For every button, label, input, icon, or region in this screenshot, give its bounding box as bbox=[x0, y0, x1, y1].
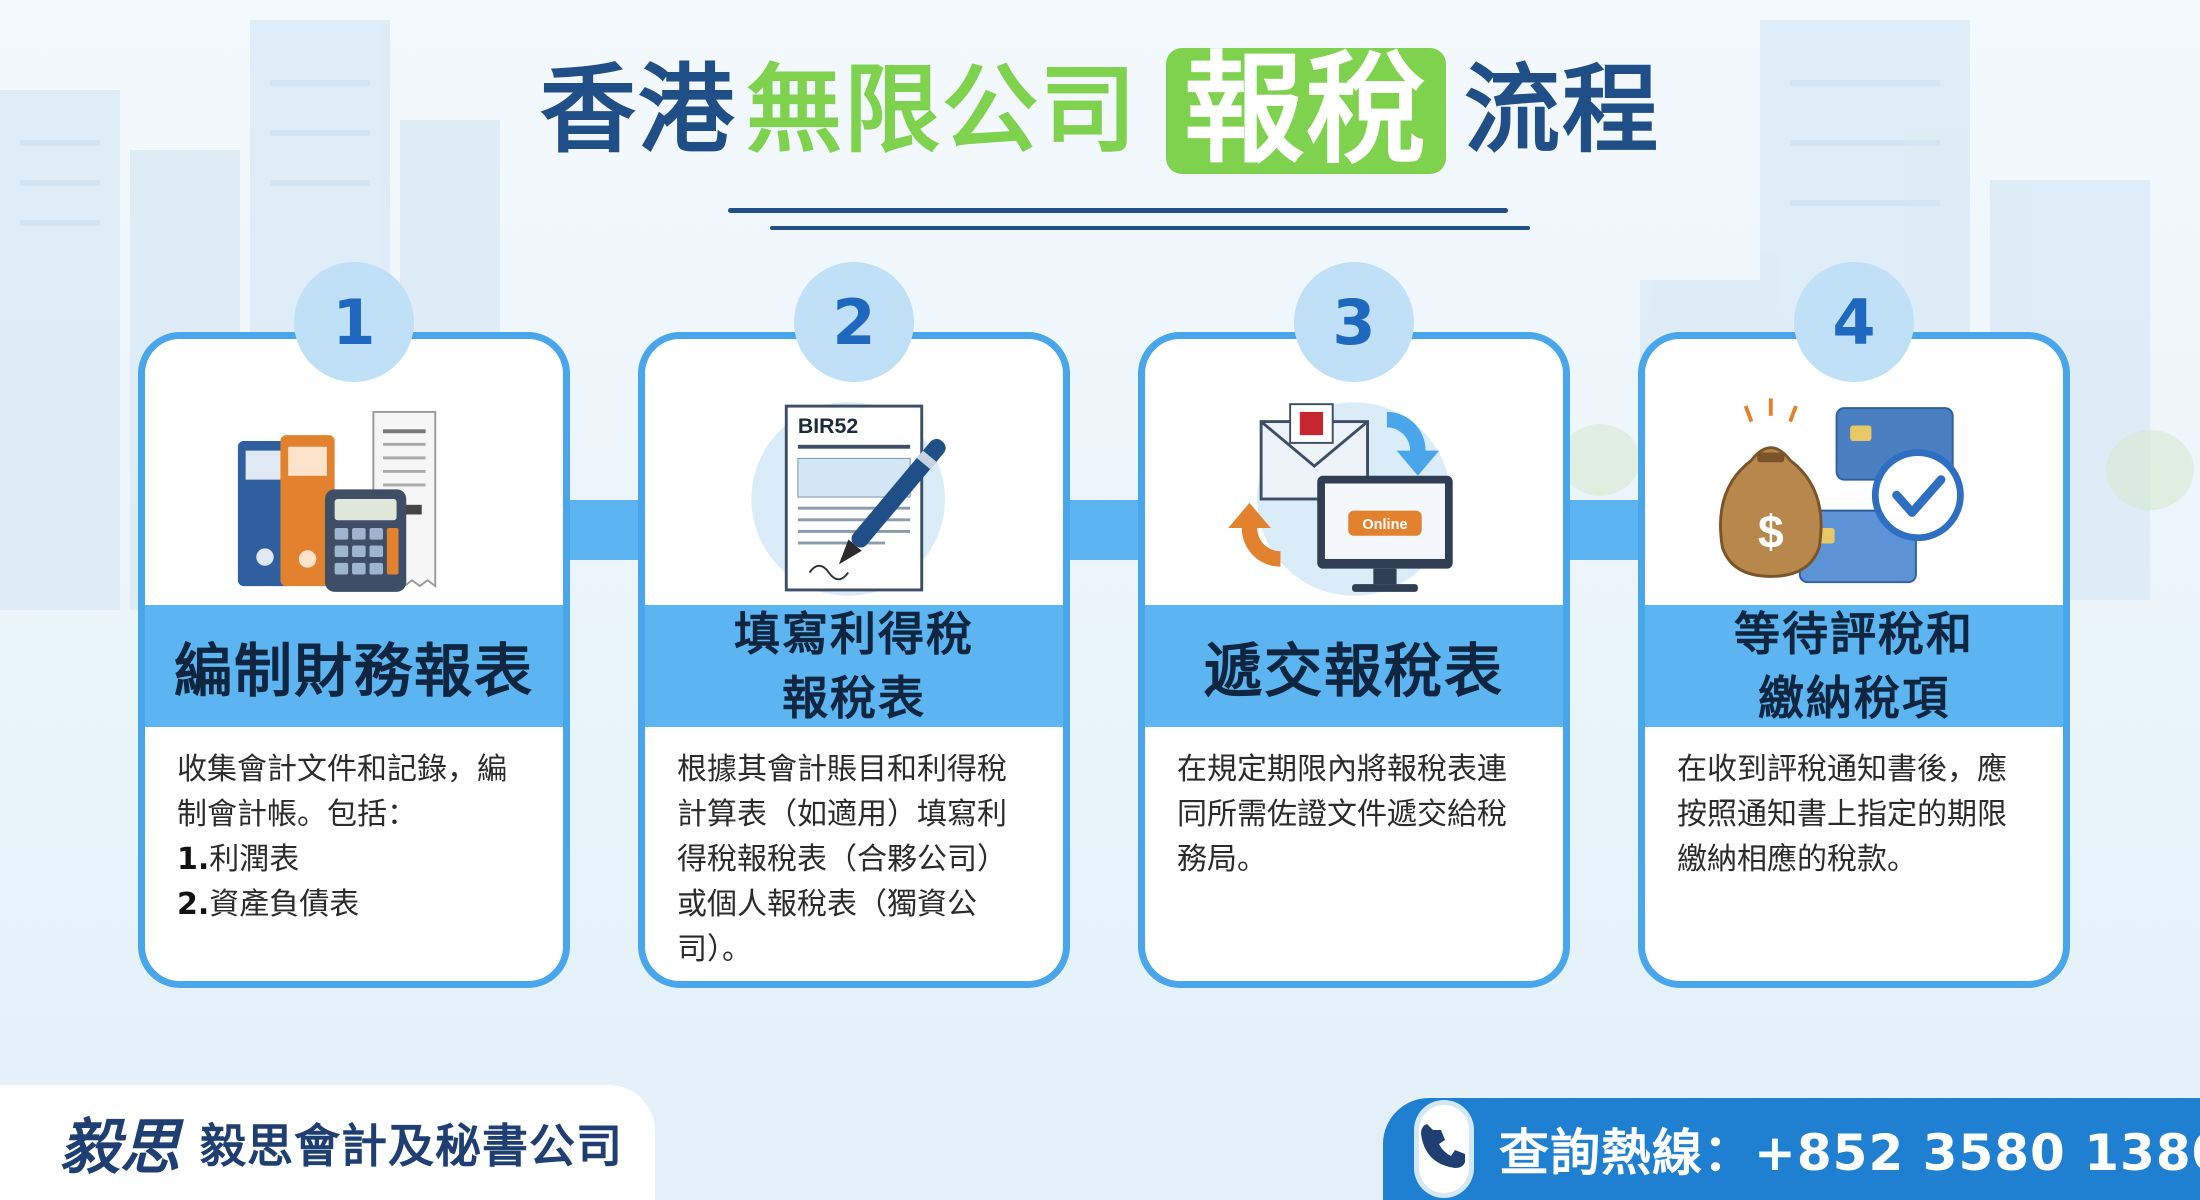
step-number: 4 bbox=[1832, 285, 1876, 359]
list-number: 2. bbox=[177, 887, 210, 922]
title-part-tax-badge: 報稅 bbox=[1166, 48, 1446, 174]
desc-line: 得稅報稅表（合夥公司） bbox=[677, 842, 1007, 877]
step-card-3: Online 遞交報稅表 在規定期限內將報稅表連 同所需佐證文件遞交給稅 務局。 bbox=[1138, 332, 1570, 988]
tax-form-illustration: BIR52 bbox=[751, 402, 946, 596]
step-title: 編制財務報表 bbox=[173, 637, 534, 705]
step-description: 在收到評稅通知書後，應 按照通知書上指定的期限 繳納相應的稅款。 bbox=[1677, 747, 2035, 882]
company-footer: 毅思 毅思會計及秘書公司 bbox=[0, 1085, 655, 1200]
step-number: 1 bbox=[332, 285, 376, 359]
form-label: BIR52 bbox=[798, 414, 858, 438]
title-part-company: 無限公司 bbox=[746, 54, 1138, 167]
desc-line: 務局。 bbox=[1177, 842, 1267, 877]
step-title: 等待評稅和 繳納稅項 bbox=[1734, 602, 1974, 730]
title-underline-2 bbox=[770, 226, 1530, 230]
desc-line: 司）。 bbox=[677, 932, 752, 967]
step-description: 在規定期限內將報稅表連 同所需佐證文件遞交給稅 務局。 bbox=[1177, 747, 1535, 882]
money-bag-icon: $ bbox=[1719, 398, 1823, 578]
tax-payment-illustration: $ bbox=[1719, 398, 1964, 584]
title-underline bbox=[728, 208, 1508, 213]
step-card-1: 編制財務報表 收集會計文件和記錄，編 制會計帳。包括： 1.利潤表 2.資產負債… bbox=[138, 332, 570, 988]
step-description: 根據其會計賬目和利得稅 計算表（如適用）填寫利 得稅報稅表（合夥公司） 或個人報… bbox=[677, 747, 1035, 972]
desc-line: 按照通知書上指定的期限 bbox=[1677, 797, 2007, 832]
list-item: 1.利潤表 bbox=[177, 837, 535, 882]
step-number-badge: 1 bbox=[294, 262, 414, 382]
desc-line: 或個人報稅表（獨資公 bbox=[677, 887, 977, 922]
phone-icon bbox=[1419, 1105, 1469, 1193]
step-description: 收集會計文件和記錄，編 制會計帳。包括： 1.利潤表 2.資產負債表 bbox=[177, 747, 535, 927]
accounting-documents-illustration bbox=[237, 410, 437, 592]
sync-arrows-icon bbox=[1228, 411, 1440, 567]
desc-line: 在收到評稅通知書後，應 bbox=[1677, 752, 2007, 787]
step-number-badge: 3 bbox=[1294, 262, 1414, 382]
company-name: 毅思會計及秘書公司 bbox=[200, 1118, 623, 1173]
step-card-4: $ 等待評稅和 繳納稅項 在收到評稅通知書後，應 按照通知書上指定的期限 繳納相… bbox=[1638, 332, 2070, 988]
step-title-line: 報稅表 bbox=[782, 671, 926, 725]
online-button-label: Online bbox=[1362, 517, 1407, 533]
page-title: 香港 無限公司 報稅 流程 bbox=[0, 48, 2200, 174]
step-card-2: BIR52 填寫利得稅 報稅表 根據其會計賬目和利得稅 計算表（如適用）填寫利 … bbox=[638, 332, 1070, 988]
title-part-hongkong: 香港 bbox=[540, 54, 736, 167]
step-number-badge: 4 bbox=[1794, 262, 1914, 382]
step-number-badge: 2 bbox=[794, 262, 914, 382]
checkmark-icon bbox=[1871, 449, 1964, 542]
desc-line: 在規定期限內將報稅表連 bbox=[1177, 752, 1507, 787]
company-logo: 毅思 bbox=[60, 1113, 180, 1183]
desc-line: 根據其會計賬目和利得稅 bbox=[677, 752, 1007, 787]
step-title-line: 等待評稅和 bbox=[1734, 607, 1974, 661]
step-title-band: 遞交報稅表 bbox=[1145, 605, 1563, 727]
calculator-icon bbox=[324, 489, 407, 592]
monitor-icon: Online bbox=[1317, 475, 1453, 592]
tax-form-icon: BIR52 bbox=[784, 404, 924, 592]
binder-icon bbox=[237, 435, 335, 587]
desc-line: 計算表（如適用）填寫利 bbox=[677, 797, 1007, 832]
step-number: 3 bbox=[1332, 285, 1376, 359]
hotline-number[interactable]: 查詢熱線：+852 3580 1380 bbox=[1499, 1124, 2200, 1182]
list-text: 利潤表 bbox=[209, 842, 300, 877]
svg-text:$: $ bbox=[1758, 505, 1784, 557]
desc-line: 制會計帳。包括： bbox=[177, 797, 417, 832]
credit-card-icon bbox=[1798, 407, 1954, 584]
hotline-footer[interactable]: 查詢熱線：+852 3580 1380 bbox=[1383, 1098, 2200, 1200]
pen-icon bbox=[838, 438, 946, 565]
step-title-band: 編制財務報表 bbox=[145, 605, 563, 727]
step-title-band: 等待評稅和 繳納稅項 bbox=[1645, 605, 2063, 727]
online-submission-illustration: Online bbox=[1228, 402, 1453, 596]
step-number: 2 bbox=[832, 285, 876, 359]
step-title: 遞交報稅表 bbox=[1203, 637, 1504, 705]
step-title-line: 繳納稅項 bbox=[1758, 671, 1950, 725]
desc-line: 繳納相應的稅款。 bbox=[1677, 842, 1917, 877]
list-item: 2.資產負債表 bbox=[177, 882, 535, 927]
list-text: 資產負債表 bbox=[209, 887, 360, 922]
step-title: 填寫利得稅 報稅表 bbox=[734, 602, 974, 730]
step-title-line: 填寫利得稅 bbox=[734, 607, 974, 661]
online-button bbox=[1348, 510, 1422, 536]
desc-line: 收集會計文件和記錄，編 bbox=[177, 752, 507, 787]
title-part-process: 流程 bbox=[1464, 54, 1660, 167]
desc-line: 同所需佐證文件遞交給稅 bbox=[1177, 797, 1507, 832]
step-title-band: 填寫利得稅 報稅表 bbox=[645, 605, 1063, 727]
list-number: 1. bbox=[177, 842, 210, 877]
